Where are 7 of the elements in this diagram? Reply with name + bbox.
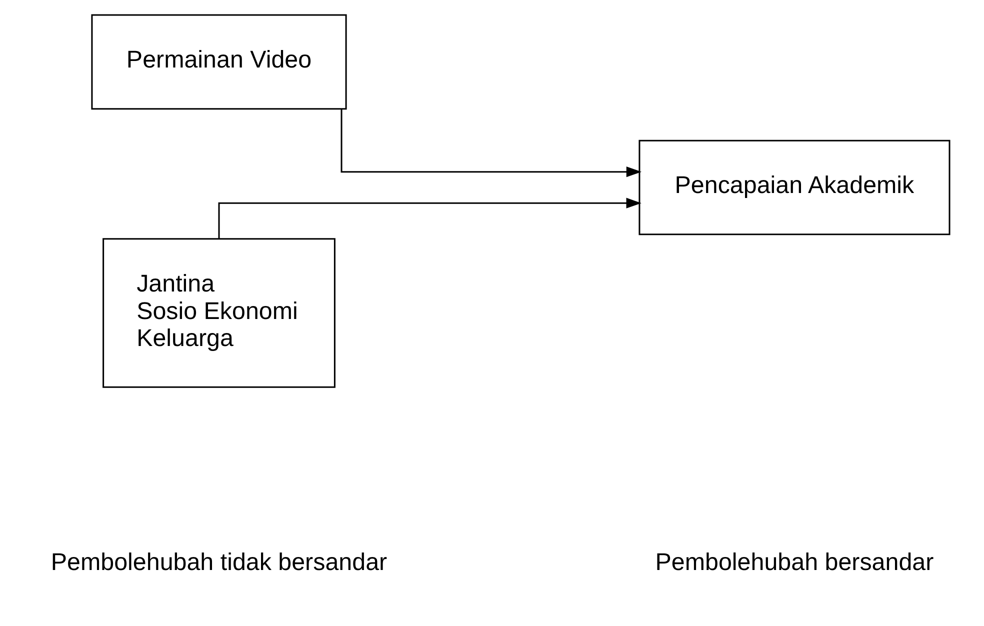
label: Pembolehubah tidak bersandar bbox=[50, 548, 388, 576]
arrow bbox=[340, 109, 642, 178]
label: Pembolehubah bersandar bbox=[655, 548, 934, 576]
node-box: Permainan Video bbox=[91, 14, 347, 110]
node-box: Pencapaian Akademik bbox=[638, 140, 950, 236]
node-box: Jantina Sosio Ekonomi Keluarga bbox=[102, 238, 336, 388]
arrow bbox=[218, 198, 642, 238]
